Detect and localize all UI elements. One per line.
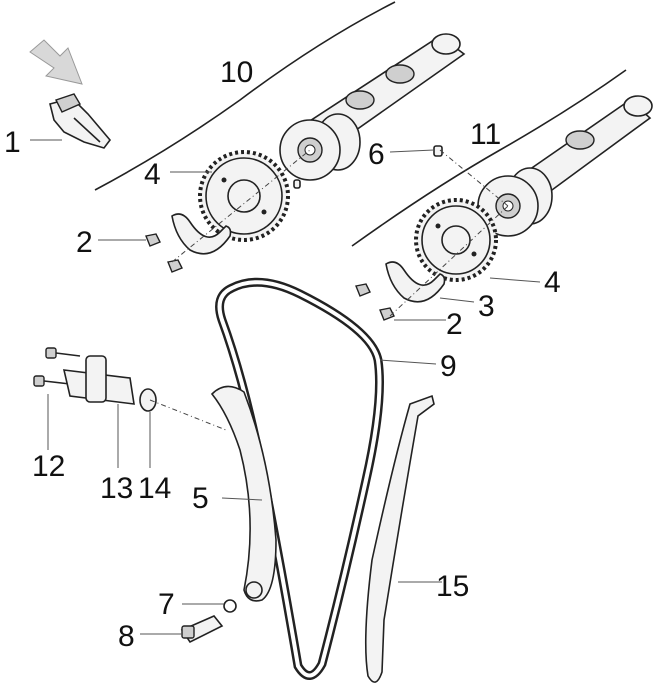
part-11-exhaust-camshaft (477, 95, 653, 237)
part-4-lower-sprocket (414, 198, 498, 282)
part-13-chain-tensioner (62, 355, 135, 405)
part-2-upper-bolt-a (145, 233, 161, 247)
callout-7: 7 (158, 588, 175, 621)
callout-3: 3 (478, 290, 495, 323)
callout-4-upper: 4 (144, 158, 161, 191)
assembly-axis-pin (439, 149, 509, 207)
part-2-upper-bolt-b (167, 259, 183, 273)
callout-5: 5 (192, 482, 209, 515)
callout-9: 9 (440, 350, 457, 383)
front-direction-arrow-icon (29, 39, 83, 85)
part-14-o-ring (139, 388, 157, 412)
part-3-lower-retainer (385, 261, 446, 303)
part-2-lower-bolt-b (379, 307, 395, 321)
part-1-sensor (49, 93, 112, 149)
callout-12: 12 (32, 450, 65, 483)
part-10-intake-camshaft (279, 33, 466, 181)
callout-13: 13 (100, 472, 133, 505)
callout-2-lower: 2 (446, 308, 463, 341)
callout-15: 15 (436, 570, 469, 603)
callout-11: 11 (470, 118, 501, 151)
part-9-timing-chain (215, 277, 384, 680)
bracket-10 (94, 1, 396, 191)
part-12-tensioner-bolt-a (45, 347, 81, 359)
callout-6: 6 (368, 138, 385, 171)
callout-2-upper: 2 (76, 226, 93, 259)
part-7-washer (223, 599, 237, 613)
callout-10: 10 (220, 56, 253, 89)
part-15-fixed-guide (364, 394, 435, 683)
assembly-axis-lower (389, 205, 509, 317)
part-5-tensioner-guide (210, 385, 277, 602)
callout-4-lower: 4 (544, 266, 561, 299)
part-4-upper-sprocket (198, 150, 290, 242)
part-12-tensioner-bolt-b (33, 375, 71, 387)
part-3-upper-retainer (171, 213, 232, 255)
bracket-11 (351, 69, 627, 247)
assembly-axis-upper (171, 149, 311, 263)
part-2-lower-bolt-a (355, 283, 371, 297)
callout-1: 1 (4, 126, 21, 159)
callout-8: 8 (118, 620, 135, 653)
part-8-pivot-bolt (180, 615, 224, 644)
assembly-axis-tensioner (149, 399, 227, 431)
callout-14: 14 (138, 472, 171, 505)
